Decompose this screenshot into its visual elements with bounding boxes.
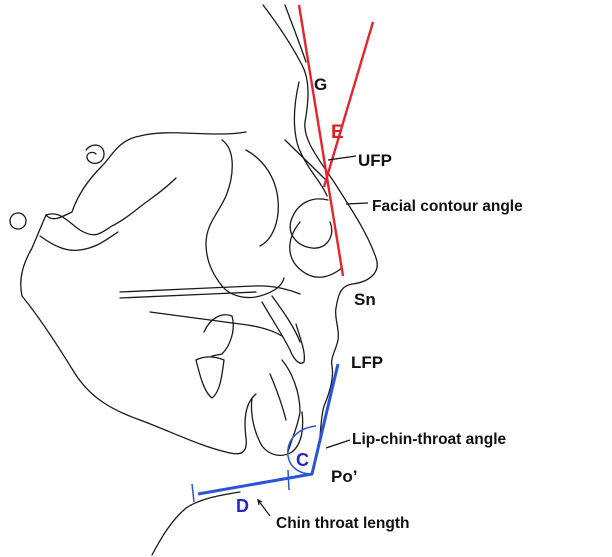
label-d: D (236, 496, 249, 516)
sella-outline (86, 145, 104, 163)
label-sn: Sn (354, 290, 376, 309)
label-facial-contour-angle: Facial contour angle (372, 198, 523, 215)
label-lip-chin-throat-angle: Lip-chin-throat angle (352, 431, 507, 448)
blue-lower-face-lines (192, 364, 338, 502)
palatal-plane (120, 286, 300, 298)
label-e: E (331, 122, 344, 143)
occlusal-plane (150, 312, 282, 336)
skull-base-outline (40, 178, 176, 250)
label-chin-throat-length: Chin throat length (276, 515, 409, 532)
bony-profile (285, 5, 327, 196)
label-g: G (314, 75, 327, 94)
lower-teeth-outline (196, 315, 233, 398)
label-lfp: LFP (351, 353, 383, 372)
label-c: C (296, 450, 309, 470)
tick-left (192, 484, 194, 502)
nasal-orbit-outline (285, 140, 342, 277)
label-po-prime: Po’ (331, 467, 357, 486)
tick-right (288, 470, 289, 490)
diagram-labels: G E UFP Facial contour angle Sn LFP Lip-… (236, 75, 523, 532)
orbit-rim-outline (246, 150, 278, 246)
lower-incisor-outline (270, 360, 300, 452)
symphysis-outline (251, 398, 302, 455)
facial-contour-pointer (346, 203, 368, 204)
pterygo-maxillary-outline (206, 140, 284, 298)
mandible-outline (22, 296, 256, 454)
neck-outline (152, 492, 240, 555)
ear-rod-circle (10, 213, 26, 229)
chin-throat-pointer (258, 500, 270, 516)
lower-face-line (198, 364, 338, 494)
label-ufp: UFP (358, 151, 392, 170)
lip-chin-throat-pointer (326, 440, 350, 448)
soft-tissue-profile (263, 5, 377, 452)
